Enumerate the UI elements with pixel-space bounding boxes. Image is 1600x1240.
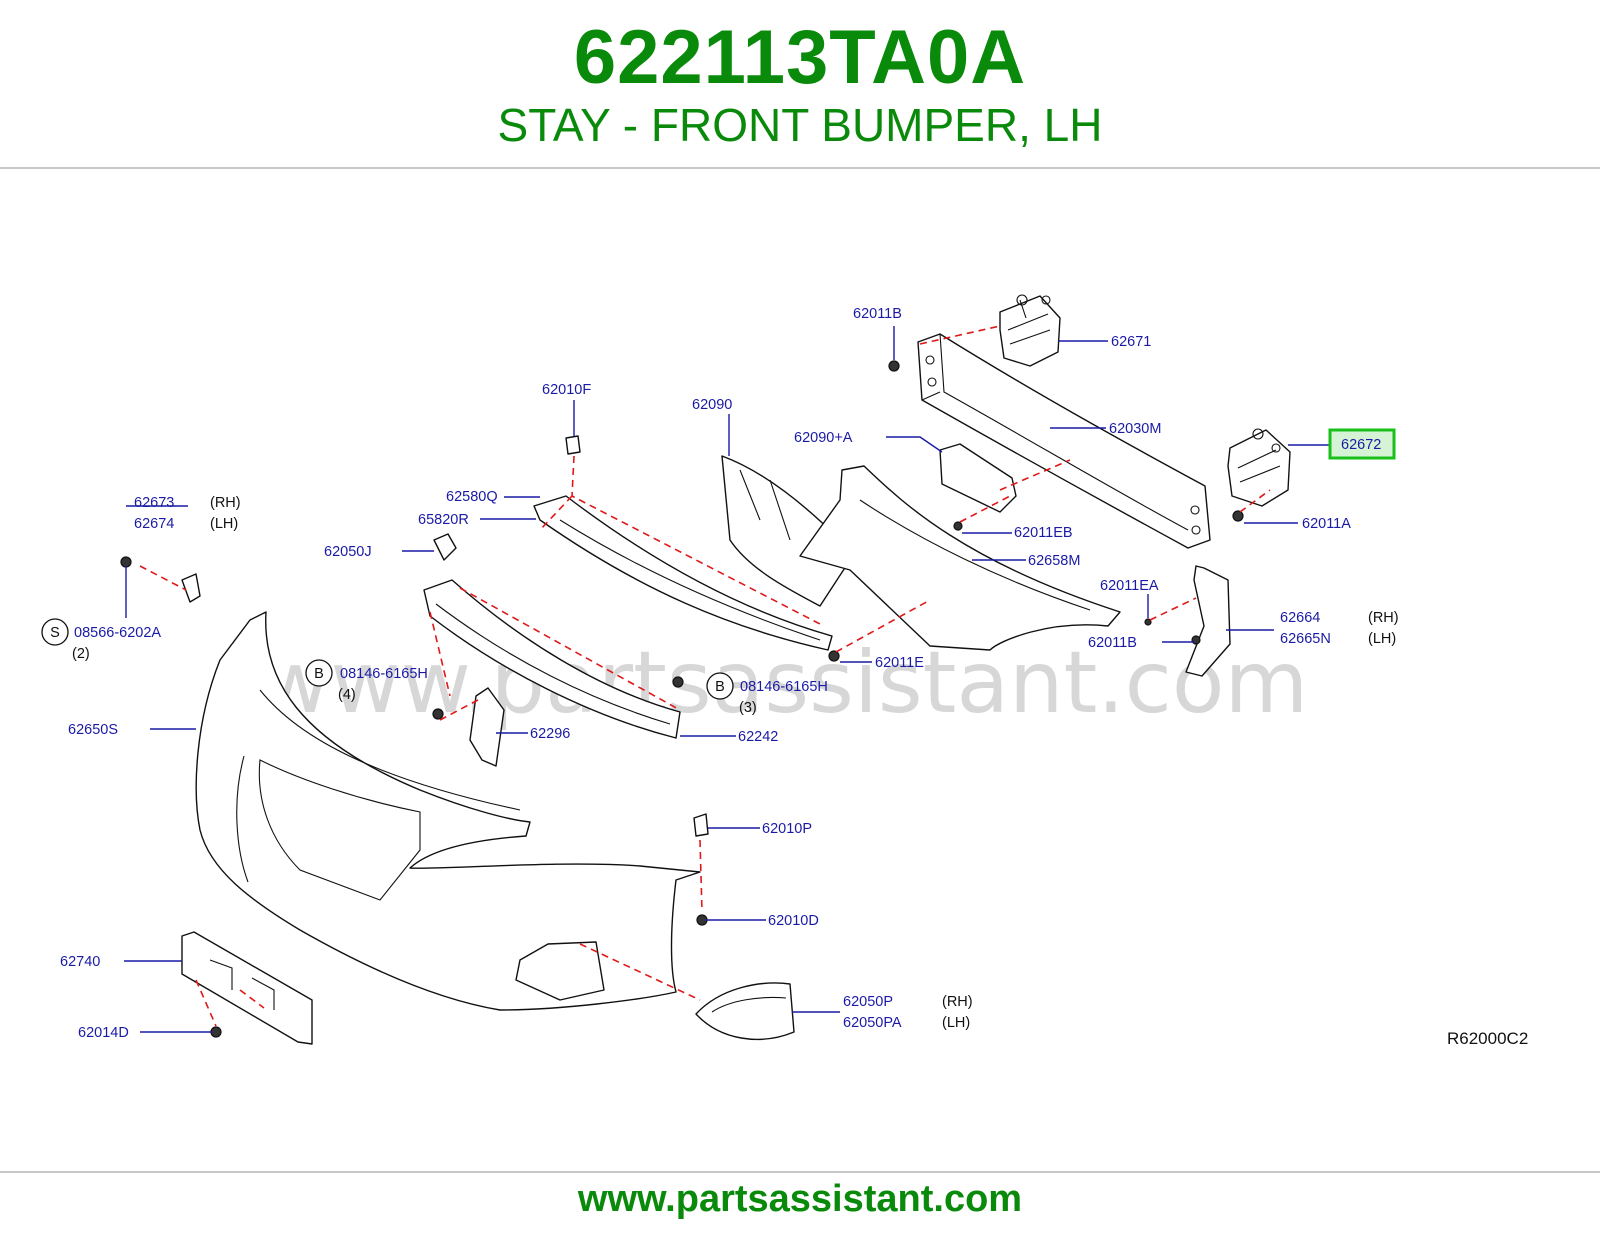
bolt-62011A [1232,510,1244,522]
circle-s-letter: S [50,625,60,641]
label-62673[interactable]: 62673 [134,495,174,511]
label-62011EA[interactable]: 62011EA [1100,578,1159,594]
clip-62010P [693,813,709,837]
side-62050P: (RH) [942,994,973,1010]
bolt-62011E [828,650,840,662]
label-62010D[interactable]: 62010D [768,913,819,929]
label-62011B-top[interactable]: 62011B [853,306,902,322]
label-62010F[interactable]: 62010F [542,382,591,398]
label-65820R[interactable]: 65820R [418,512,469,528]
bracket-62296 [469,687,505,767]
label-62011E[interactable]: 62011E [875,655,924,671]
screw-08566 [120,556,132,568]
absorber-62090A [939,443,1017,513]
page-header: 622113TA0A STAY - FRONT BUMPER, LH [0,0,1600,168]
circle-b-right-letter: B [715,679,725,695]
label-62090[interactable]: 62090 [692,397,732,413]
label-08146-right[interactable]: 08146-6165H [740,679,828,695]
header-divider [0,167,1600,169]
side-62674: (LH) [210,516,238,532]
side-62664: (RH) [1368,610,1399,626]
assembly-lines [139,325,1271,1027]
grille-bracket-62580Q [533,495,833,651]
label-62014D[interactable]: 62014D [78,1025,129,1041]
lower-grille-62242 [423,579,681,739]
label-62296[interactable]: 62296 [530,726,570,742]
bracket-62664 [1185,565,1231,677]
label-62050P[interactable]: 62050P [843,994,893,1010]
footer-divider [0,1171,1600,1173]
qty-08146-left: (4) [338,687,356,703]
screw-62014D [210,1026,222,1038]
bracket-62673 [181,573,201,603]
bolt-08146-left [432,708,444,720]
circle-b-left [305,659,333,687]
label-62011EB[interactable]: 62011EB [1014,525,1073,541]
side-62665N: (LH) [1368,631,1396,647]
fog-cover-62050P [695,982,795,1041]
clip-62050J [433,533,457,561]
side-62673: (RH) [210,495,241,511]
label-62050PA[interactable]: 62050PA [843,1015,902,1031]
label-62671[interactable]: 62671 [1111,334,1151,350]
circle-s [41,618,69,646]
stay-62672 [1227,428,1291,507]
license-bracket-62740 [181,931,313,1045]
label-62030M[interactable]: 62030M [1109,421,1161,437]
label-62650S[interactable]: 62650S [68,722,118,738]
label-62011B-mid[interactable]: 62011B [1088,635,1137,651]
reinforcement-bar-62030M [917,333,1211,549]
label-62242[interactable]: 62242 [738,729,778,745]
side-62050PA: (LH) [942,1015,970,1031]
bolt-62011B-mid [1191,635,1201,645]
circle-b-right [706,672,734,700]
part-name-subtitle: STAY - FRONT BUMPER, LH [497,99,1103,151]
clip-62010D [696,914,708,926]
label-62011A[interactable]: 62011A [1302,516,1351,532]
footer-url[interactable]: www.partsassistant.com [577,1178,1023,1220]
label-62665N[interactable]: 62665N [1280,631,1331,647]
label-08146-left[interactable]: 08146-6165H [340,666,428,682]
label-62090A[interactable]: 62090+A [794,430,853,446]
label-62740[interactable]: 62740 [60,954,100,970]
label-62664[interactable]: 62664 [1280,610,1320,626]
label-62674[interactable]: 62674 [134,516,174,532]
label-62658M[interactable]: 62658M [1028,553,1080,569]
highlight-62672 [1328,428,1396,460]
qty-08566: (2) [72,646,90,662]
parts-diagram: www.partsassistant.com [41,294,1528,1048]
bolt-62011B-top [888,360,900,372]
clip-62010F [565,435,581,455]
bolt-08146-right [672,676,684,688]
label-62050J[interactable]: 62050J [324,544,372,560]
part-number-title: 622113TA0A [573,15,1027,100]
bumper-fascia-62650S [195,611,701,1011]
bolt-62011EA [1144,618,1152,626]
label-62672[interactable]: 62672 [1341,437,1381,453]
stay-62671 [999,294,1061,367]
diagram-code: R62000C2 [1447,1029,1528,1048]
leader-lines [124,326,1332,1033]
air-guide-62658M [799,465,1121,651]
label-62010P[interactable]: 62010P [762,821,812,837]
label-08566-6202A[interactable]: 08566-6202A [74,625,161,641]
bolt-62011EB [953,521,963,531]
qty-08146-right: (3) [739,700,757,716]
circle-b-left-letter: B [314,666,324,682]
label-62580Q[interactable]: 62580Q [446,489,498,505]
